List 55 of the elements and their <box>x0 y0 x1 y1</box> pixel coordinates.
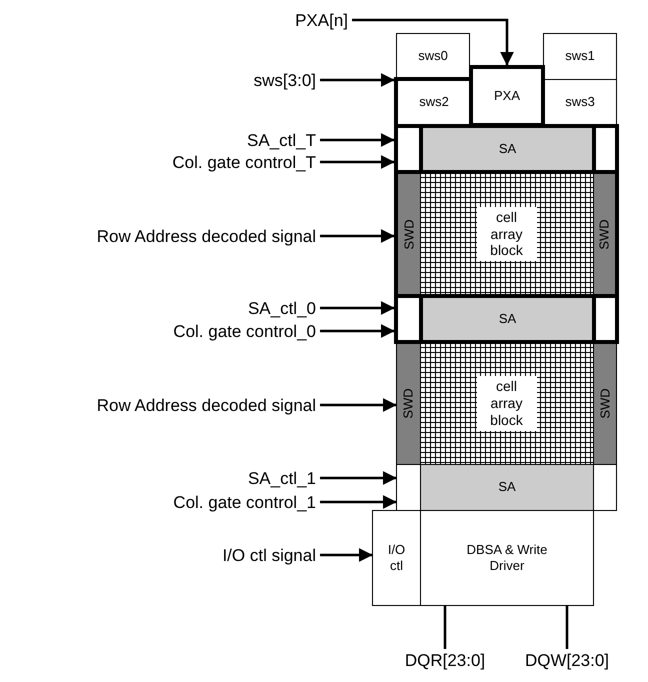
signal-label: I/O ctl signal <box>222 546 316 564</box>
block-label: SA <box>498 140 516 158</box>
block-label: SA <box>498 479 516 496</box>
block-label: DBSA & Write Driver <box>466 542 548 574</box>
circuit-block <box>420 510 594 606</box>
circuit-block <box>469 65 545 127</box>
signal-label: sws[3:0] <box>254 72 316 88</box>
cell-array-label: cell array block <box>476 206 536 262</box>
driver-label: SWD <box>597 218 612 250</box>
signal-arrow <box>352 18 514 66</box>
driver-label: SWD <box>401 388 416 419</box>
signal-label: Col. gate control_T <box>172 154 316 170</box>
signal-arrow <box>320 495 397 509</box>
bus-label: DQW[23:0] <box>524 652 610 669</box>
block-label: sws3 <box>565 94 595 110</box>
driver-strip <box>593 172 619 296</box>
cell-array-grid <box>420 172 593 296</box>
signal-arrow <box>320 229 395 243</box>
signal-label: SA_ctl_T <box>247 132 316 148</box>
cell-array-grid <box>420 342 593 465</box>
signal-label: PXA[n] <box>295 12 348 28</box>
bus-label: DQR[23:0] <box>404 652 486 669</box>
circuit-block <box>372 510 421 606</box>
circuit-block <box>394 77 471 125</box>
driver-strip <box>396 342 421 465</box>
block-label: PXA <box>494 88 520 104</box>
block-label: sws1 <box>565 48 595 65</box>
circuit-block <box>396 33 470 79</box>
bus-line <box>566 606 568 649</box>
block-label: I/O ctl <box>386 542 406 574</box>
signal-label: SA_ctl_1 <box>248 470 316 486</box>
circuit-block <box>420 464 594 511</box>
driver-strip <box>593 342 617 465</box>
driver-strip <box>394 172 421 296</box>
signal-label: Col. gate control_0 <box>173 322 316 340</box>
driver-label: SWD <box>598 388 612 419</box>
signal-label: Col. gate control_1 <box>173 494 316 510</box>
block-label: sws0 <box>418 48 448 64</box>
block-label: SA <box>498 310 516 328</box>
signal-label: Row Address decoded signal <box>96 396 316 414</box>
signal-arrow <box>320 73 395 87</box>
signal-arrow <box>320 548 373 562</box>
signal-arrow <box>320 133 395 147</box>
signal-label: Row Address decoded signal <box>96 228 316 244</box>
signal-label: SA_ctl_0 <box>248 300 316 316</box>
signal-arrow <box>320 471 397 485</box>
cell-array-label: cell array block <box>476 376 536 431</box>
bus-line <box>444 606 446 649</box>
block-label: sws2 <box>419 94 449 111</box>
circuit-block <box>543 33 617 80</box>
signal-arrow <box>320 155 395 169</box>
signal-arrow <box>320 398 397 412</box>
signal-arrow <box>320 324 395 338</box>
driver-label: SWD <box>402 218 416 250</box>
signal-arrow <box>320 301 395 315</box>
